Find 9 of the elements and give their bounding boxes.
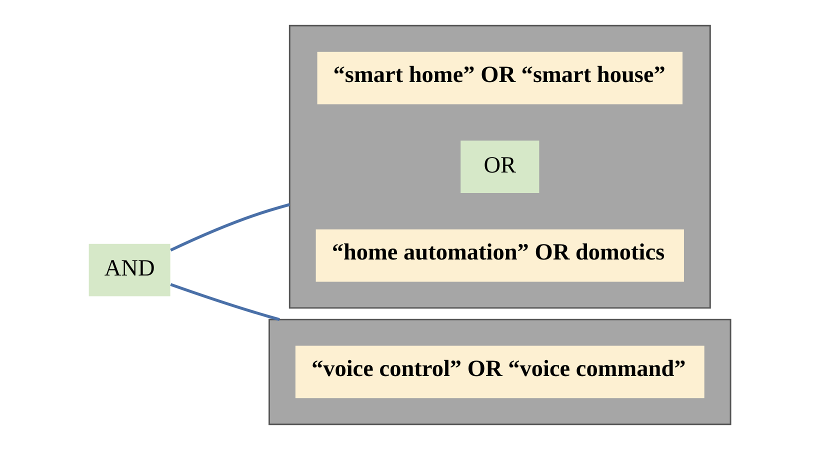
node-box: OR xyxy=(460,140,539,193)
connector xyxy=(170,283,280,321)
node-box: AND xyxy=(88,244,170,296)
node-box: “voice control” OR “voice command” xyxy=(294,346,704,398)
node-box: “smart home” OR “smart house” xyxy=(316,52,682,104)
cluster xyxy=(268,318,731,426)
node-box: “home automation” OR domotics xyxy=(315,229,684,282)
cluster xyxy=(288,24,710,309)
connector xyxy=(170,203,290,252)
